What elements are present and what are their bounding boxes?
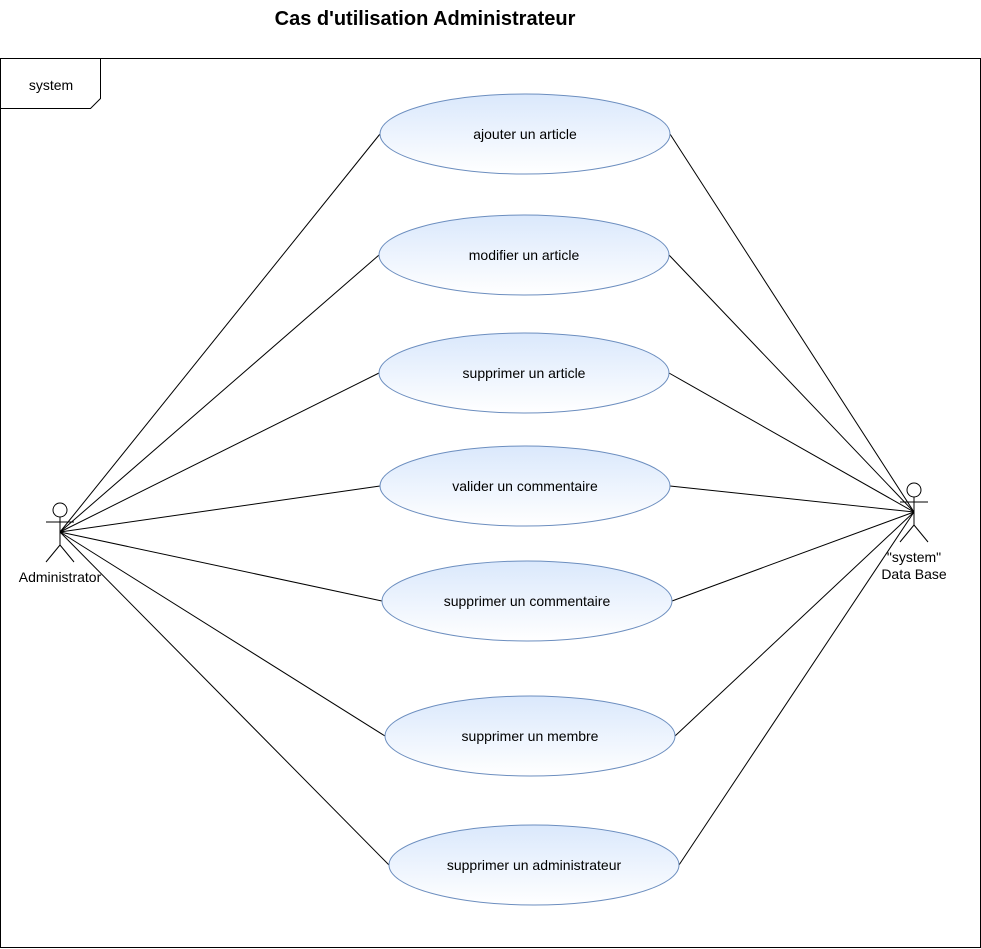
use-case-ellipse xyxy=(381,560,673,642)
use-case-ellipse xyxy=(378,214,670,296)
system-frame-label: system xyxy=(29,77,73,93)
use-case-label: ajouter un article xyxy=(473,126,577,142)
database-actor-right-leg xyxy=(913,524,929,543)
association-administrator-modifier-un-article xyxy=(59,254,380,533)
association-database-ajouter-un-article xyxy=(669,133,915,513)
use-case-group: ajouter un article modifier un article sup… xyxy=(378,93,680,906)
administrator-actor-head xyxy=(52,502,68,518)
use-case-supprimer-un-article[interactable]: supprimer un article xyxy=(378,332,670,414)
association-administrator-valider-un-commentaire xyxy=(59,485,381,533)
use-case-label: valider un commentaire xyxy=(452,478,598,494)
use-case-ellipse xyxy=(384,695,676,777)
system-frame-tab xyxy=(0,58,101,109)
use-case-ellipse xyxy=(379,445,671,527)
use-case-supprimer-un-commentaire[interactable]: supprimer un commentaire xyxy=(381,560,673,642)
association-database-valider-un-commentaire xyxy=(669,485,915,513)
database-actor[interactable] xyxy=(899,482,929,543)
database-label-line2: Data Base xyxy=(881,566,947,582)
association-database-supprimer-un-membre xyxy=(674,511,915,737)
use-case-label: supprimer un commentaire xyxy=(444,593,611,609)
use-case-ellipse xyxy=(379,93,671,175)
association-lines xyxy=(59,133,915,866)
administrator-label: Administrator xyxy=(19,569,102,585)
use-case-supprimer-un-administrateur[interactable]: supprimer un administrateur xyxy=(388,824,680,906)
use-case-ellipse xyxy=(378,332,670,414)
diagram-title: Cas d'utilisation Administrateur xyxy=(274,8,576,30)
database-actor-left-leg xyxy=(899,524,915,543)
administrator-actor[interactable] xyxy=(45,502,75,563)
association-database-modifier-un-article xyxy=(668,254,915,513)
association-administrator-supprimer-un-article xyxy=(59,372,380,533)
association-database-supprimer-un-administrateur xyxy=(678,511,915,866)
use-case-label: supprimer un article xyxy=(463,365,586,381)
use-case-supprimer-un-membre[interactable]: supprimer un membre xyxy=(384,695,676,777)
association-database-supprimer-un-commentaire xyxy=(671,511,915,602)
use-case-valider-un-commentaire[interactable]: valider un commentaire xyxy=(379,445,671,527)
use-case-label: supprimer un membre xyxy=(462,728,599,744)
database-actor-head xyxy=(906,482,922,498)
use-case-label: supprimer un administrateur xyxy=(447,857,622,873)
use-case-ellipse xyxy=(388,824,680,906)
association-administrator-supprimer-un-commentaire xyxy=(59,531,383,602)
administrator-actor-left-leg xyxy=(45,544,61,563)
administrator-actor-right-leg xyxy=(59,544,75,563)
association-database-supprimer-un-article xyxy=(668,372,915,513)
association-administrator-supprimer-un-membre xyxy=(59,531,386,737)
association-administrator-supprimer-un-administrateur xyxy=(59,531,390,866)
use-case-ajouter-un-article[interactable]: ajouter un article xyxy=(379,93,671,175)
use-case-modifier-un-article[interactable]: modifier un article xyxy=(378,214,670,296)
use-case-label: modifier un article xyxy=(469,247,580,263)
association-administrator-ajouter-un-article xyxy=(59,133,381,533)
database-label-line1: "system" xyxy=(887,549,941,565)
